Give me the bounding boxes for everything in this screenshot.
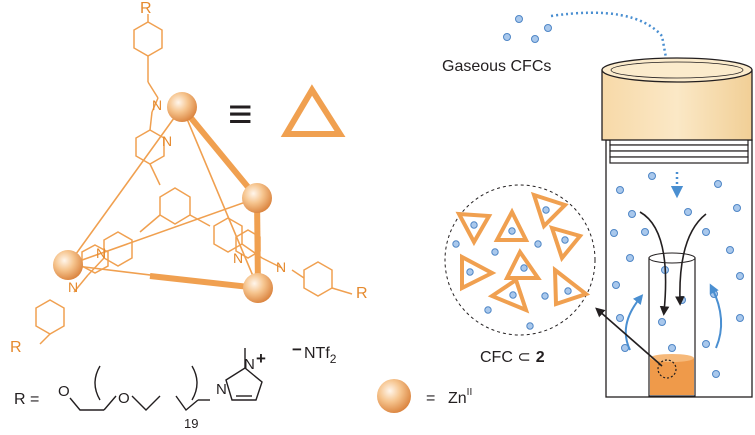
counterion-charge: − <box>292 340 302 359</box>
diffusion-arrows <box>639 211 707 316</box>
zn-sphere-right <box>242 183 272 213</box>
n-label-2: N <box>162 133 172 149</box>
gas-label: Gaseous CFCs <box>442 58 551 75</box>
vial-cap-top <box>601 57 753 83</box>
zn-legend-equals: = <box>426 390 435 407</box>
convection-arrows <box>624 283 723 351</box>
zn-legend-sphere <box>377 379 411 413</box>
zn-sphere-bottom <box>243 273 273 303</box>
n-label-6: N <box>276 259 286 275</box>
inclusion-label: CFC ⊂2 <box>480 349 545 366</box>
n-label-4: N <box>68 279 78 295</box>
counterion-label: NTf2 <box>304 345 337 366</box>
r-equals-label: R = <box>14 391 39 408</box>
zn-sphere-top <box>167 92 197 122</box>
zoom-inclusion-view <box>444 184 596 336</box>
triangle-icon <box>280 84 346 137</box>
repeat-index: 19 <box>184 416 198 431</box>
zn-legend: = ZnII <box>377 379 472 413</box>
zn-legend-label: ZnII <box>448 387 472 407</box>
tetrahedron-edges <box>67 105 261 291</box>
r-label-top: R <box>140 0 152 17</box>
n-label-5: N <box>233 250 243 266</box>
cation-charge: + <box>256 349 266 368</box>
ligand-skeleton <box>35 14 353 345</box>
imidazolium-n-1: N <box>216 381 227 398</box>
sample-highlight-circle <box>657 359 677 379</box>
oxygen-label-1: O <box>58 383 70 400</box>
cage-structure: R R R N N N N N N <box>10 0 368 356</box>
n-label-1: N <box>152 97 162 113</box>
n-label-3: N <box>96 245 106 261</box>
zoom-pointer-arrow <box>595 307 663 367</box>
imidazolium-n-2: N <box>244 356 255 373</box>
r-label-bottom: R <box>10 339 22 356</box>
gas-molecules-top <box>503 15 552 43</box>
vial <box>601 57 753 398</box>
equivalence-symbol: ≡ <box>228 90 253 137</box>
zn-sphere-left <box>53 250 83 280</box>
r-group-structure: R = O O 19 N N + − NTf2 <box>14 340 337 431</box>
guest-molecules <box>452 206 572 330</box>
r-label-right: R <box>356 285 368 302</box>
vial-threads <box>609 138 749 164</box>
oxygen-label-2: O <box>118 390 130 407</box>
